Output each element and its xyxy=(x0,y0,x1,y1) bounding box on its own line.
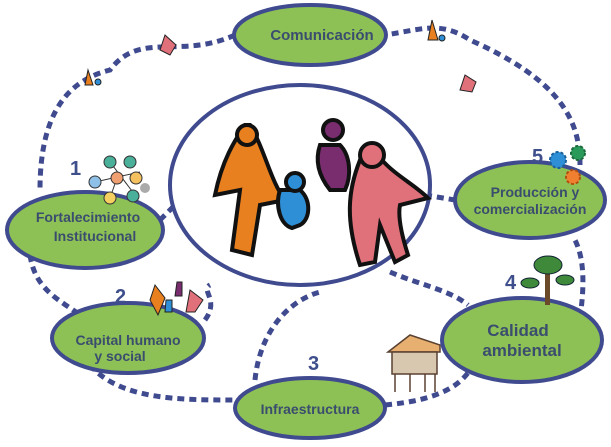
network-icon xyxy=(88,155,150,205)
node-infraestructura-number: 3 xyxy=(308,353,319,375)
node-produccion[interactable] xyxy=(453,160,607,240)
node-produccion-line2: comercialización xyxy=(474,201,587,217)
traveler-icon xyxy=(84,19,477,93)
family-figures-icon xyxy=(212,118,432,268)
node-fortalecimiento-line1: Fortalecimiento xyxy=(36,209,140,225)
node-capital-line2: y social xyxy=(94,348,145,364)
node-fortalecimiento-number: 1 xyxy=(70,158,81,180)
people-small-icon xyxy=(149,281,204,317)
node-capital-line1: Capital humano xyxy=(75,332,180,348)
node-produccion-number: 5 xyxy=(532,146,543,168)
node-infraestructura[interactable] xyxy=(233,376,387,440)
node-calidad-number: 4 xyxy=(505,272,517,294)
node-fortalecimiento-line2: Institucional xyxy=(54,228,136,244)
node-calidad-line1: Calidad xyxy=(487,321,548,340)
gears-icon xyxy=(549,145,586,185)
node-produccion-line1: Producción y xyxy=(491,184,580,200)
tree-icon xyxy=(520,255,575,305)
connector-spoke-infraestructura xyxy=(252,289,321,381)
connector-loop xyxy=(27,25,586,408)
node-calidad-line2: ambiental xyxy=(482,341,561,360)
node-capital-number: 2 xyxy=(115,286,126,308)
node-comunicacion-label: Comunicación xyxy=(270,27,373,44)
node-capital[interactable] xyxy=(50,301,206,375)
node-fortalecimiento[interactable] xyxy=(5,190,165,270)
house-icon xyxy=(385,334,441,392)
connector-spoke-calidad xyxy=(389,269,470,307)
connector-spoke-capital xyxy=(202,282,214,322)
node-infraestructura-label: Infraestructura xyxy=(261,401,360,417)
node-comunicacion[interactable] xyxy=(232,3,388,67)
node-calidad[interactable] xyxy=(440,296,604,384)
